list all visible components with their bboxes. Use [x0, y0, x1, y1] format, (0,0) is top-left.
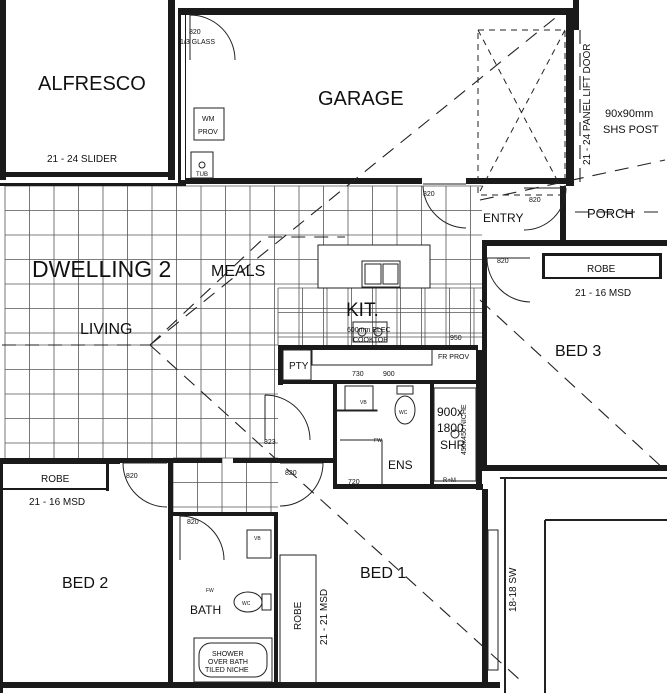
rm-label: R+M [443, 478, 456, 484]
alfresco-label: ALFRESCO [38, 73, 146, 95]
shr-line3: SHR [440, 438, 466, 452]
dim-950: 950 [450, 335, 462, 342]
dwelling-label: DWELLING 2 [32, 256, 171, 282]
fixtures [190, 107, 477, 683]
doors [122, 14, 567, 561]
bed1-label: BED 1 [360, 565, 406, 582]
wc-ens: WC [399, 410, 408, 416]
shr-line1: 900x [437, 405, 463, 419]
msd-bed2: 21 - 16 MSD [29, 497, 85, 508]
dim-720: 720 [348, 479, 360, 486]
dim-900: 900 [383, 371, 395, 378]
vb-bath: VB [254, 536, 261, 542]
porch-label: PORCH [587, 206, 634, 221]
entry-door-dim: 820 [423, 191, 435, 198]
robe-bed1: ROBE [293, 601, 304, 630]
vb-ens: VB [360, 400, 367, 406]
fw-ens: FW [374, 438, 382, 444]
msd-bed3: 21 - 16 MSD [575, 288, 631, 299]
entry-label: ENTRY [483, 211, 523, 225]
wc-bath: WC [242, 601, 251, 607]
shr-line2: 1800 [437, 421, 464, 435]
bed3-door-dim: 820 [497, 258, 509, 265]
kitchen-label: KIT. [346, 300, 379, 321]
door-820-bed1: 820 [285, 470, 297, 477]
meals-label: MEALS [211, 263, 265, 280]
room-labels: ALFRESCO GARAGE DWELLING 2 MEALS LIVING … [32, 73, 634, 617]
wm-line2: PROV [198, 129, 218, 136]
sw-label: 18-18 SW [508, 567, 519, 612]
garage-door-dim: 820 [529, 197, 541, 204]
shower-line3: TILED NICHE [205, 667, 249, 674]
bath-label: BATH [190, 603, 221, 617]
bed3-label: BED 3 [555, 343, 601, 360]
slider-label: 21 - 24 SLIDER [47, 154, 117, 165]
wm-line1: WM [202, 116, 215, 123]
msd-bed1: 21 - 21 MSD [319, 589, 330, 645]
post-line1: 90x90mm [605, 108, 653, 120]
pantry-label: PTY [289, 361, 309, 372]
shower-line1: SHOWER [212, 651, 244, 658]
cooktop-line1: 600mm ELEC [347, 327, 391, 334]
tile-grid [4, 185, 482, 512]
fr-prov: FR PROV [438, 354, 469, 361]
tub-label: TUB [196, 172, 208, 178]
ens-label: ENS [388, 458, 413, 472]
door-820-glass: 820 [189, 29, 201, 36]
door-820-bath: 820 [187, 519, 199, 526]
panel-lift-door-label: 21 - 24 PANEL LIFT DOOR [582, 43, 593, 165]
annotations: 820 1/3 GLASS WM PROV TUB 21 - 24 SLIDER… [29, 29, 659, 674]
living-label: LIVING [80, 321, 132, 338]
shower-line2: OVER BATH [208, 659, 248, 666]
door-820-bed2: 820 [126, 473, 138, 480]
garage-label: GARAGE [318, 88, 404, 110]
door-823: 823 [264, 439, 276, 446]
bed2-label: BED 2 [62, 575, 108, 592]
dim-730: 730 [352, 371, 364, 378]
fw-bath: FW [206, 588, 214, 594]
post-line2: SHS POST [603, 124, 659, 136]
glass-note: 1/3 GLASS [180, 39, 215, 46]
bench-mask [318, 245, 430, 288]
cooktop-line2: COOKTOP [353, 337, 388, 344]
robe-bed3: ROBE [587, 264, 616, 275]
robe-bed2: ROBE [41, 474, 70, 485]
reference-lines [2, 9, 667, 681]
niche-label: 450x450 NICHE [461, 404, 468, 455]
